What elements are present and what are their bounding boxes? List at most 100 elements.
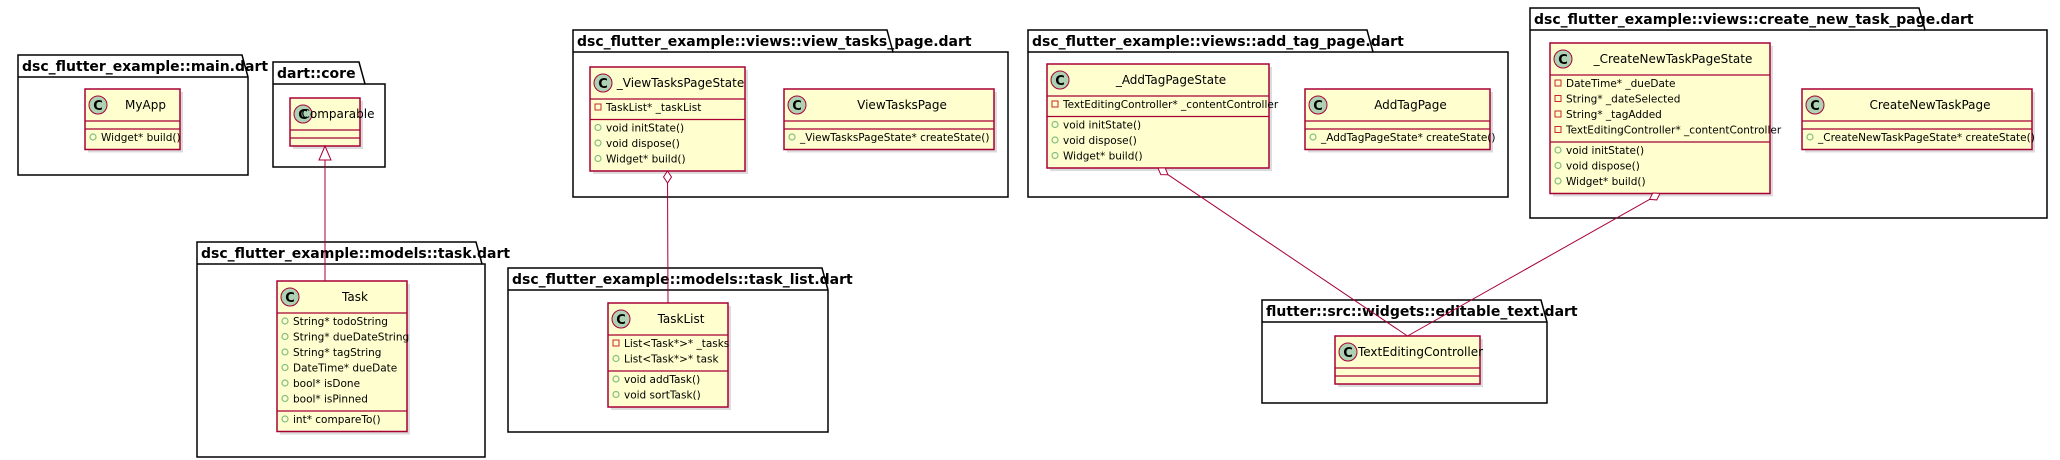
public-visibility-icon: [1554, 161, 1562, 170]
package-title: dsc_flutter_example::models::task_list.d…: [512, 272, 853, 288]
private-visibility-icon: [1051, 100, 1059, 108]
aggregation-line: [1407, 198, 1650, 337]
class-name: ViewTasksPage: [857, 98, 947, 112]
class-field: TextEditingController* _contentControlle…: [1565, 125, 1782, 137]
class-icon-letter: C: [598, 77, 608, 92]
class-icon: [1308, 95, 1328, 115]
class-field: DateTime* dueDate: [293, 363, 397, 375]
public-visibility-icon: [281, 348, 289, 356]
class-name: TextEditingController: [1357, 345, 1483, 359]
class-method: void initState(): [1063, 120, 1141, 132]
class-icon-letter: C: [93, 99, 103, 114]
class-name: Task: [341, 290, 368, 304]
class-icon-letter: C: [1313, 99, 1323, 114]
public-visibility-icon: [281, 332, 289, 341]
package-editable: flutter::src::widgets::editable_text.dar…: [1261, 299, 1578, 404]
class-method: void initState(): [606, 123, 684, 135]
class-ViewTasksPage[interactable]: C ViewTasksPage _ViewTasksPageState* creat…: [783, 88, 997, 153]
class-icon-letter: C: [1343, 346, 1353, 361]
public-visibility-icon: [281, 379, 289, 387]
private-visibility-icon: [612, 339, 620, 347]
class-icon: [1805, 95, 1825, 115]
class-icon-letter: C: [298, 108, 308, 123]
class-name: CreateNewTaskPage: [1870, 98, 1991, 112]
package-title: dsc_flutter_example::models::task.dart: [201, 246, 510, 262]
class-method: void dispose(): [1566, 161, 1640, 173]
public-visibility-icon: [612, 390, 620, 399]
private-visibility-icon: [1554, 126, 1562, 133]
class-method: void dispose(): [1063, 135, 1137, 147]
class-icon-letter: C: [792, 99, 802, 114]
class-icon: [787, 95, 807, 115]
package-addtag: dsc_flutter_example::views::add_tag_page…: [1027, 29, 1509, 198]
public-visibility-icon: [1051, 151, 1059, 160]
public-visibility-icon: [1806, 133, 1814, 141]
public-visibility-icon: [281, 394, 289, 403]
class-method: void sortTask(): [624, 390, 701, 402]
private-visibility-icon: [1554, 79, 1562, 87]
class-name: AddTagPage: [1374, 98, 1447, 112]
public-visibility-icon: [281, 415, 289, 423]
class-icon-letter: C: [1810, 99, 1820, 114]
package-tasklist: dsc_flutter_example::models::task_list.d…: [507, 267, 853, 433]
aggregation-diamond: [662, 170, 673, 184]
class-method: _ViewTasksPageState* createState(): [799, 132, 989, 144]
class-icon-letter: C: [616, 313, 626, 328]
class-method: void addTask(): [624, 374, 700, 386]
public-visibility-icon: [281, 317, 289, 325]
public-visibility-icon: [1554, 146, 1562, 154]
class-method: Widget* build(): [1566, 176, 1646, 188]
class-method: _AddTagPageState* createState(): [1320, 132, 1495, 144]
class-box: [1334, 335, 1481, 385]
class-field: bool* isDone: [293, 378, 360, 390]
class-field: DateTime* _dueDate: [1566, 78, 1676, 90]
package-title: flutter::src::widgets::editable_text.dar…: [1266, 304, 1578, 320]
package-title: dsc_flutter_example::views::create_new_t…: [1534, 12, 1974, 28]
class-icon: [1553, 49, 1573, 69]
package-viewtasks: dsc_flutter_example::views::view_tasks_p…: [572, 29, 1009, 198]
class-name: _CreateNewTaskPageState: [1593, 52, 1753, 66]
package-title: dsc_flutter_example::main.dart: [22, 59, 268, 75]
class-box: [1304, 88, 1491, 151]
package-title: dart::core: [277, 66, 356, 82]
class-method: void initState(): [1566, 145, 1644, 157]
class-TextEditingController[interactable]: C TextEditingController: [1334, 335, 1483, 387]
class-field: String* tagString: [293, 347, 381, 359]
class-field: List<Task*>* _tasks: [624, 338, 729, 350]
class-method: Widget* build(): [101, 132, 181, 144]
class-field: String* dueDateString: [293, 332, 409, 344]
class-AddTagPageState[interactable]: C_AddTagPageStateTextEditingController* …: [1046, 63, 1279, 171]
class-method: _CreateNewTaskPageState* createState(): [1817, 132, 2035, 144]
class-icon: [1050, 70, 1070, 90]
private-visibility-icon: [1554, 110, 1562, 118]
public-visibility-icon: [1051, 120, 1059, 129]
class-CreateNewTaskPage[interactable]: C CreateNewTaskPage _CreateNewTaskPageStat…: [1801, 88, 2035, 153]
private-visibility-icon: [1554, 95, 1562, 102]
class-box: [783, 88, 995, 151]
class-field: String* todoString: [293, 316, 388, 328]
public-visibility-icon: [1051, 136, 1059, 144]
class-AddTagPage[interactable]: C AddTagPage _AddTagPageState* createState…: [1304, 88, 1495, 153]
class-name: Comparable: [301, 107, 374, 121]
class-method: int* compareTo(): [293, 414, 381, 426]
public-visibility-icon: [1309, 133, 1317, 141]
class-box: [276, 280, 408, 433]
class-icon: [1338, 342, 1358, 362]
relations-layer: [318, 144, 1661, 337]
public-visibility-icon: [594, 139, 602, 147]
public-visibility-icon: [594, 123, 602, 132]
public-visibility-icon: [1554, 177, 1562, 185]
realization-arrowhead: [318, 144, 332, 161]
public-visibility-icon: [89, 133, 97, 141]
aggregation-diamond: [1648, 192, 1661, 201]
class-icon-letter: C: [1558, 53, 1568, 68]
class-box: [1549, 42, 1771, 195]
